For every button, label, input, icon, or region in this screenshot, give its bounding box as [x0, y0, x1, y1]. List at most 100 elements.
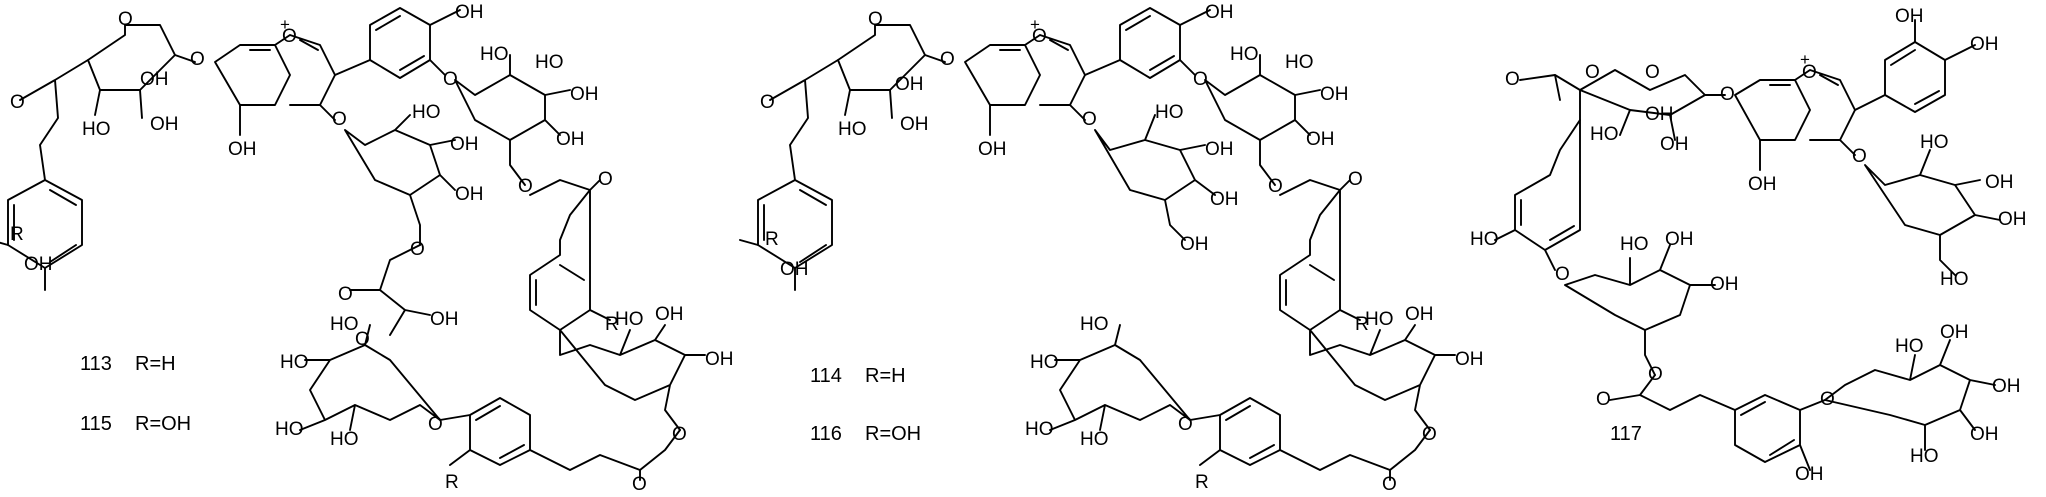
glyco-o-label: O — [1193, 69, 1208, 90]
oh-label: OH — [1992, 376, 2021, 397]
oh-label: OH — [24, 254, 53, 275]
oh-label: OH — [1795, 464, 1824, 485]
compound-substituent: R=OH — [135, 413, 191, 435]
ester-o-label: O — [1585, 62, 1600, 83]
oh-label: OH — [150, 114, 179, 135]
oh-label: HO — [1895, 336, 1924, 357]
oh-label: OH — [455, 184, 484, 205]
structure-117: O O O HO OH OH O HO O + O OH O OH OH — [1470, 6, 2027, 485]
ring-o-label: O — [1032, 26, 1047, 47]
flavylium-core: + O OH O — [214, 15, 371, 160]
r-label: R — [605, 314, 619, 335]
glucose-bottom: HO OH OH O — [559, 304, 734, 445]
carbonyl-o-label: O — [10, 92, 25, 113]
oh-label: OH — [1970, 424, 1999, 445]
charge-label: + — [1030, 15, 1040, 34]
oh-label: OH — [1205, 2, 1234, 23]
r-label: R — [10, 224, 24, 245]
glyco-o-label: O — [1720, 84, 1735, 105]
oh-label: HO — [1030, 352, 1059, 373]
ring-o-label: O — [1802, 62, 1817, 83]
glucose-3p-o: HO HO OH OH O — [454, 44, 599, 197]
b-ring: OH O — [369, 2, 484, 90]
oh-label: OH — [570, 84, 599, 105]
oh-label: HO — [1940, 269, 1969, 290]
glucose-7-o: O HO OH OH O — [82, 9, 205, 140]
ring-o-label: O — [1645, 62, 1660, 83]
compound-substituent: R=H — [135, 353, 176, 375]
glucose-3-o-malonyl: HO OH OH O O O OH — [338, 102, 484, 350]
ester-o-label: O — [1268, 176, 1283, 197]
oh-label: HO — [1025, 419, 1054, 440]
oh-label: OH — [1320, 84, 1349, 105]
glucosyl-cinnamoyl-bottom: O O R HO HO HO HO — [275, 314, 681, 495]
oh-label: OH — [1748, 174, 1777, 195]
glucose-3p-o: HO HO OH OH O — [1204, 44, 1349, 197]
ester-o-label: O — [672, 424, 687, 445]
glucose-7-o-ester: O O O HO OH OH O — [1505, 62, 1735, 155]
glucose-3-o: HO OH OH OH — [1094, 102, 1239, 255]
oh-label: HO — [1590, 124, 1619, 145]
oh-label: OH — [895, 74, 924, 95]
oh-label: HO — [330, 314, 359, 335]
r-label: R — [765, 229, 779, 250]
oh-label: OH — [455, 2, 484, 23]
flavylium-core: + O OH O — [964, 15, 1121, 160]
ester-o-label: O — [1422, 424, 1437, 445]
charge-label: + — [1800, 50, 1810, 69]
glucose-7-o: O HO OH OH O — [837, 9, 955, 140]
carbonyl-o-label: O — [632, 474, 647, 495]
glyco-o-label: O — [443, 69, 458, 90]
carbonyl-o-label: O — [1596, 389, 1611, 410]
oh-label: HO — [1910, 446, 1939, 467]
structure-114-116: O R OH O HO OH OH O + O OH O OH O — [739, 2, 1484, 495]
oh-label: OH — [1455, 349, 1484, 370]
oh-label: HO — [1155, 102, 1184, 123]
charge-label: + — [280, 15, 290, 34]
oh-label: HO — [1230, 44, 1259, 65]
flavylium-core: + O OH O — [1734, 50, 1886, 195]
compound-labels-114-116: 114 R=H 116 R=OH — [810, 365, 921, 445]
left-hydroxycinnamoyl-group: O R OH — [0, 59, 89, 291]
oh-label: OH — [978, 139, 1007, 160]
oh-label: OH — [1895, 6, 1924, 27]
oh-label: OH — [1405, 304, 1434, 325]
oh-label: OH — [1660, 134, 1689, 155]
oh-label: HO — [1920, 132, 1949, 153]
oh-label: OH — [1180, 234, 1209, 255]
oh-label: HO — [330, 429, 359, 450]
ester-o-label: O — [410, 239, 425, 260]
compound-number: 117 — [1610, 423, 1642, 445]
oh-label: OH — [1645, 104, 1674, 125]
oh-label: OH — [1306, 129, 1335, 150]
oh-label: OH — [1985, 172, 2014, 193]
oh-label: HO — [1285, 52, 1314, 73]
oh-label: OH — [140, 69, 169, 90]
oh-label: HO — [275, 419, 304, 440]
oh-label: OH — [705, 349, 734, 370]
oh-label: OH — [1665, 229, 1694, 250]
oh-label: OH — [430, 309, 459, 330]
r-label: R — [1355, 314, 1369, 335]
glyco-o-label: O — [190, 49, 205, 70]
bottom-caffeoyl-glucose: O O OH HO OH OH OH HO — [1596, 322, 2021, 485]
glucosyl-cinnamoyl-bottom: O O R HO HO HO HO — [1025, 314, 1431, 495]
oh-label: HO — [480, 44, 509, 65]
oh-label: HO — [535, 52, 564, 73]
ring-o-label: O — [118, 9, 133, 30]
oh-label: OH — [228, 139, 257, 160]
oh-label: HO — [1080, 429, 1109, 450]
glyco-o-label: O — [1820, 389, 1835, 410]
b-ring: OH OH — [1884, 6, 1999, 113]
oh-label: HO — [412, 102, 441, 123]
oh-label: HO — [615, 309, 644, 330]
glyco-o-label: O — [332, 109, 347, 130]
glyco-o-label: O — [940, 49, 955, 70]
glyco-o-label: O — [428, 414, 443, 435]
oh-label: OH — [1970, 34, 1999, 55]
glyco-o-label: O — [1178, 414, 1193, 435]
oh-label: HO — [1620, 234, 1649, 255]
r-label: R — [1195, 472, 1209, 493]
